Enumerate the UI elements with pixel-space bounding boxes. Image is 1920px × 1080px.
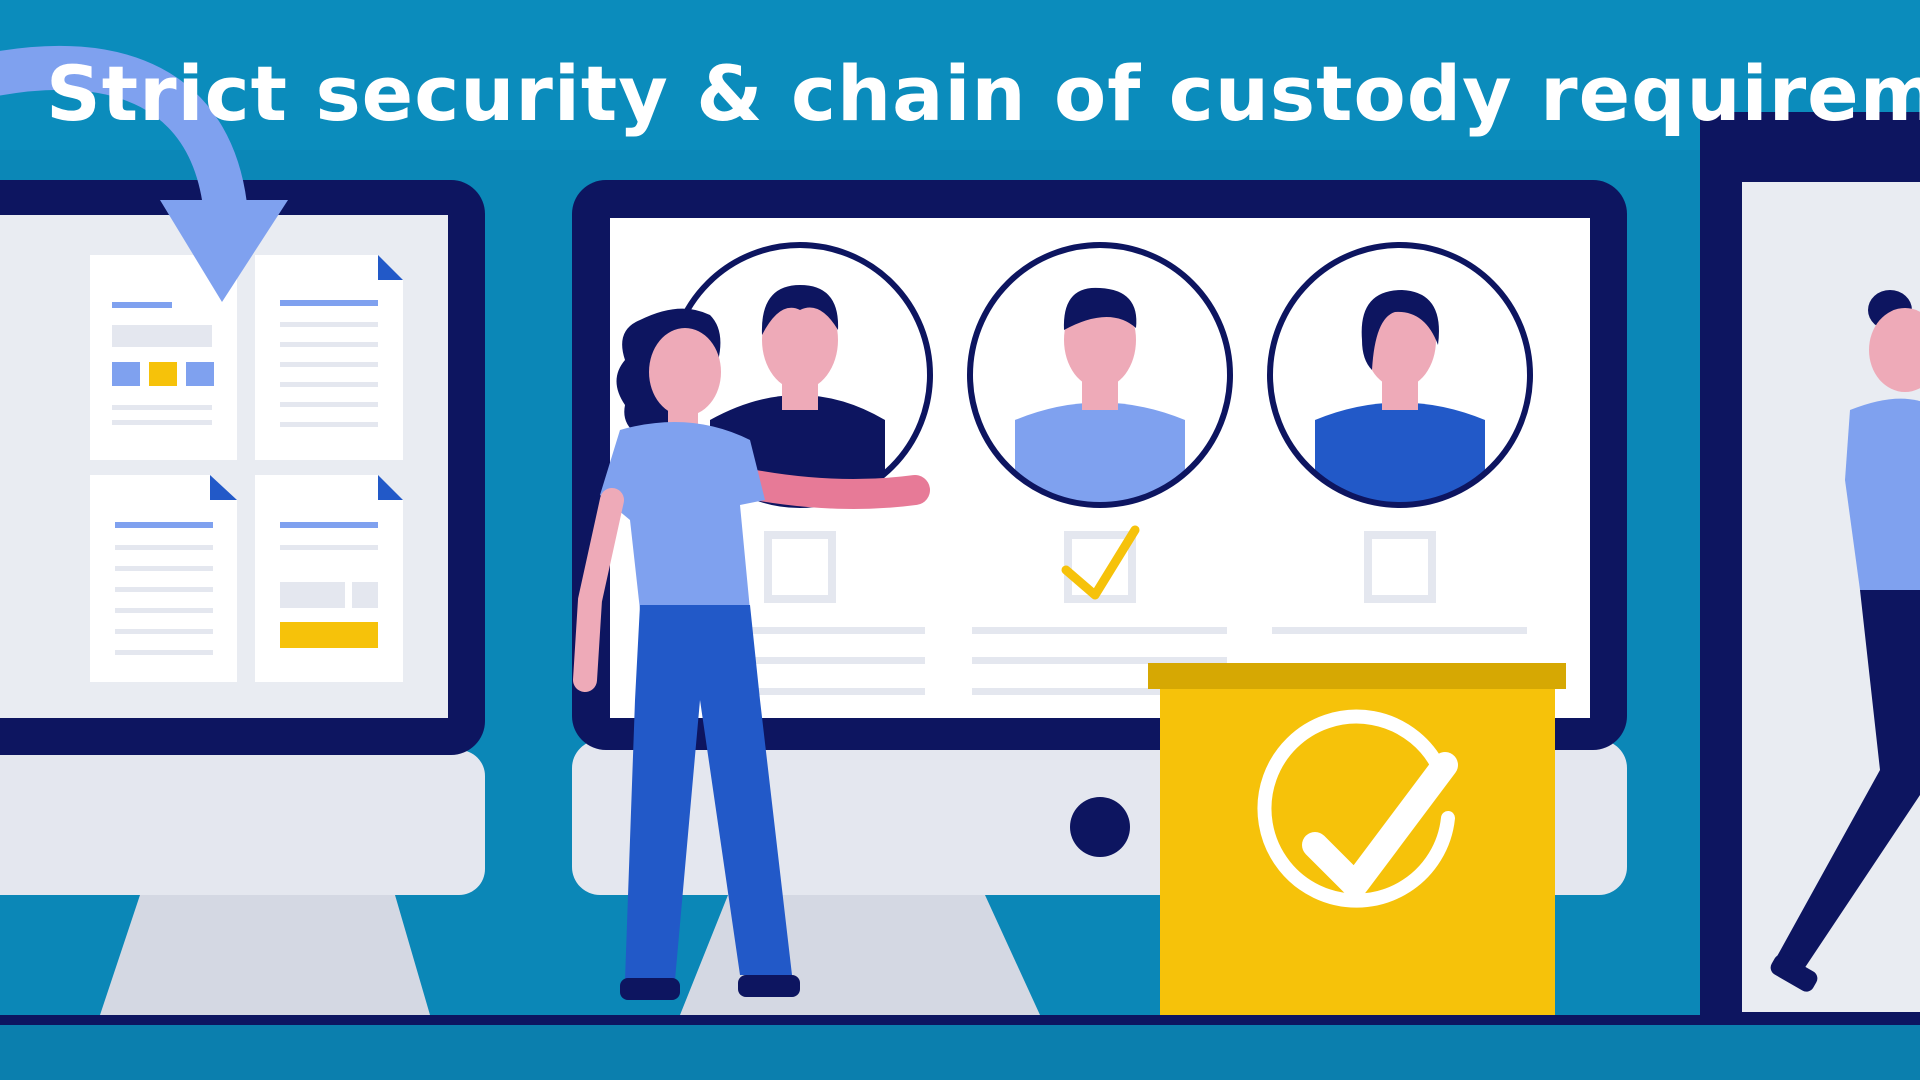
man-figure [1770,290,1920,992]
candidate-3-line [1272,627,1527,634]
man-shoe [1770,954,1818,992]
checkbox-icon [1364,531,1436,603]
checkmark-icon [1061,525,1140,600]
candidate-1-line [720,688,925,695]
ballot-box [1148,663,1566,1015]
center-monitor [572,180,1627,1015]
document-icon [90,255,237,460]
left-monitor [0,180,485,1015]
candidate-2-avatar [967,242,1233,508]
woman-arm [573,488,624,692]
woman-pants [625,605,792,980]
woman-shirt [600,422,765,610]
floor [0,1025,1920,1080]
woman-shoe [620,978,680,1000]
woman-shoe [738,975,800,997]
check-badge-icon [1257,709,1458,908]
woman-figure [573,308,930,1000]
floor-line [0,1015,1920,1025]
candidate-1-line [720,627,925,634]
candidate-1-line [720,657,925,664]
man-pants [1775,590,1920,975]
woman-face [649,328,721,416]
monitor-camera [1070,797,1130,857]
ballot-box-body [1160,685,1555,1015]
man-shirt [1845,398,1920,590]
left-monitor-stand [100,895,430,1015]
checkbox-icon [764,531,836,603]
woman-arm-pointing [740,470,930,509]
candidate-2-line [972,627,1227,634]
curved-arrow-icon [0,45,288,302]
candidate-3-avatar [1267,242,1533,508]
man-face [1869,308,1920,392]
left-monitor-chin [0,750,485,895]
document-icon [255,475,403,682]
background-band [0,0,1920,150]
ballot-box-lid [1148,663,1566,689]
headline: Strict security & chain of custody requi… [46,49,1920,138]
candidate-2-line [972,657,1227,664]
document-icon [90,475,237,682]
document-icon [255,255,403,460]
candidate-2-line [972,688,1172,695]
